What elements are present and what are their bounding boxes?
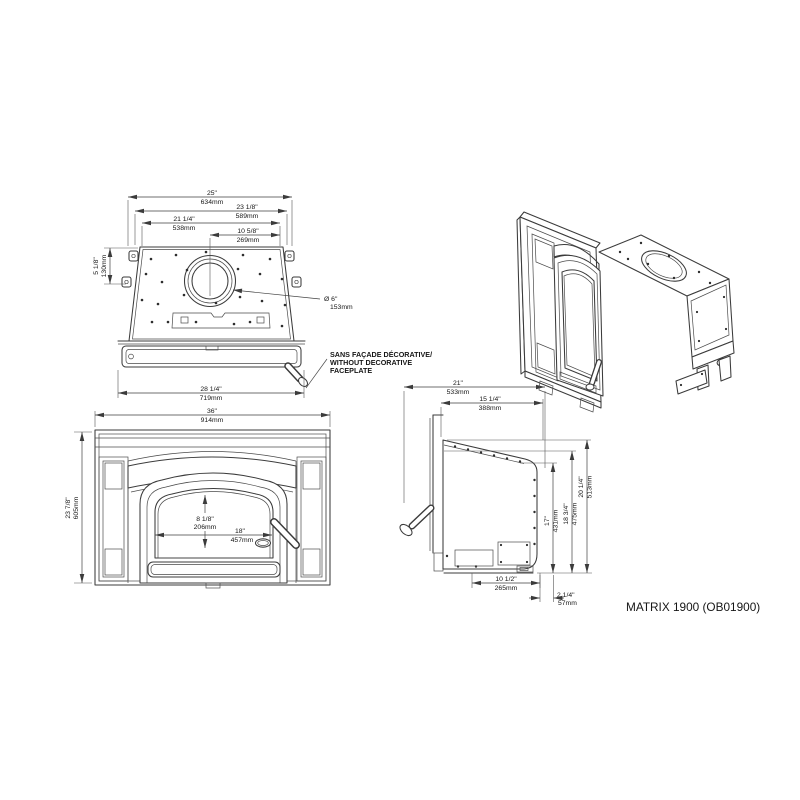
dim-label: 15 1/4": [479, 396, 501, 403]
dim-front-band-width: 28 1/4" 719mm: [117, 370, 305, 402]
dim-top-overall-width: 25" 634mm: [127, 190, 293, 246]
dim-label-mm: 605mm: [73, 496, 80, 519]
dim-label: Ø 6": [324, 296, 338, 303]
dim-label-mm: 57mm: [558, 600, 577, 607]
dim-label-mm: 431mm: [553, 509, 560, 532]
top-view-handle: [284, 362, 308, 387]
dim-plate-depth: 5 1/8" 130mm: [93, 247, 138, 285]
dim-label-mm: 269mm: [237, 237, 260, 244]
dim-label: 23 1/8": [236, 204, 258, 211]
top-body-inner-line: [132, 249, 291, 340]
dim-flue-diameter: Ø 6" 153mm: [232, 288, 353, 311]
dim-label: 23 7/8": [65, 497, 72, 519]
side-view: 21" 533mm 15 1/4" 388mm 17" 431mm 18 3/4…: [399, 380, 594, 607]
dim-label: 10 1/2": [495, 576, 517, 583]
dim-label: 10 5/8": [237, 228, 259, 235]
dim-side-base-offset: 2 1/4" 57mm: [529, 575, 577, 607]
door: [139, 472, 288, 589]
side-body-outline: [442, 439, 538, 570]
dim-label: 21 1/4": [173, 216, 195, 223]
dim-label: 5 1/8": [93, 257, 100, 275]
dim-side-height-mid: 18 3/4" 475mm: [563, 451, 579, 573]
iso-top-face: [598, 234, 730, 297]
dim-label: 17": [544, 515, 551, 526]
dim-label: 21": [453, 380, 464, 387]
iso-flue-collar: [641, 250, 687, 282]
dim-label: 28 1/4": [200, 386, 222, 393]
dim-label-mm: 634mm: [201, 199, 224, 206]
dim-label-mm: 533mm: [447, 389, 470, 396]
dim-side-height-rear: 20 1/4" 513mm: [578, 440, 594, 573]
dim-label-mm: 130mm: [101, 254, 108, 277]
dim-label-mm: 513mm: [587, 475, 594, 498]
top-front-band: [117, 340, 306, 368]
iso-door-vent: [559, 371, 597, 394]
side-view-handle: [399, 504, 435, 537]
dim-front-width: 36" 914mm: [94, 408, 331, 427]
mounting-ears: [121, 250, 302, 288]
model-label: MATRIX 1900 (OB01900): [626, 600, 760, 614]
door-glass: [154, 487, 274, 559]
dim-label-mm: 457mm: [231, 537, 254, 544]
screw-holes: [140, 250, 287, 328]
iso-base: [675, 340, 735, 395]
logo-badge: [254, 538, 272, 548]
side-detail-box-3: [516, 565, 534, 573]
dim-label: 25": [207, 190, 218, 197]
dim-side-top-depth: 15 1/4" 388mm: [440, 396, 544, 440]
dim-label-mm: 475mm: [572, 502, 579, 525]
iso-door: [553, 254, 604, 397]
dim-side-base-depth: 10 1/2" 265mm: [471, 573, 541, 592]
door-air-vent: [147, 561, 281, 578]
dim-label-mm: 589mm: [236, 213, 259, 220]
panel-tab-right: [256, 316, 265, 324]
dim-front-height: 23 7/8" 605mm: [65, 431, 92, 584]
dim-flue-offset: 10 5/8" 269mm: [210, 228, 280, 244]
dim-label: 2 1/4": [557, 592, 575, 599]
note-line-2: WITHOUT DECORATIVE: [330, 358, 412, 367]
note-line-1: SANS FAÇADE DÉCORATIVE/: [330, 350, 432, 359]
panel-tab-left: [180, 316, 189, 324]
top-view: 25" 634mm 23 1/8" 589mm 21 1/4" 538mm 10…: [93, 190, 432, 402]
dim-label-mm: 719mm: [200, 395, 223, 402]
dim-label-mm: 206mm: [194, 524, 217, 531]
right-pilaster: [296, 456, 327, 582]
dim-side-height-front: 17" 431mm: [544, 463, 560, 573]
flue-collar: [183, 238, 237, 308]
dim-label: 36": [207, 408, 218, 415]
dim-label: 20 1/4": [578, 476, 585, 498]
dim-label-mm: 265mm: [495, 585, 518, 592]
faceplate-note: SANS FAÇADE DÉCORATIVE/ WITHOUT DECORATI…: [305, 350, 432, 389]
side-detail-box-1: [454, 549, 494, 567]
isometric-view: [516, 211, 735, 413]
dim-label-mm: 538mm: [173, 225, 196, 232]
dim-label-mm: 388mm: [479, 405, 502, 412]
front-bottom-tab: [205, 582, 221, 589]
top-recessed-panel: [171, 312, 271, 329]
front-view: 36" 914mm 23 7/8" 605mm 8 1/8" 206mm 18"…: [65, 408, 331, 589]
dim-label: 18 3/4": [563, 503, 570, 525]
dim-label-mm: 153mm: [330, 304, 353, 311]
dim-label: 8 1/8": [196, 516, 214, 523]
side-detail-box-2: [497, 541, 531, 566]
dim-top-plate-width: 21 1/4" 538mm: [141, 216, 281, 246]
dim-top-body-width: 23 1/8" 589mm: [134, 204, 288, 245]
dim-label-mm: 914mm: [201, 417, 224, 424]
dim-glass-width: 18" 457mm: [155, 528, 272, 544]
note-line-3: FACEPLATE: [330, 366, 372, 375]
dim-side-depth: 21" 533mm: [403, 380, 546, 503]
front-door-handle: [270, 518, 300, 549]
dim-label: 18": [235, 528, 246, 535]
side-faceplate-flange: [429, 414, 444, 572]
iso-door-handle: [585, 359, 602, 391]
